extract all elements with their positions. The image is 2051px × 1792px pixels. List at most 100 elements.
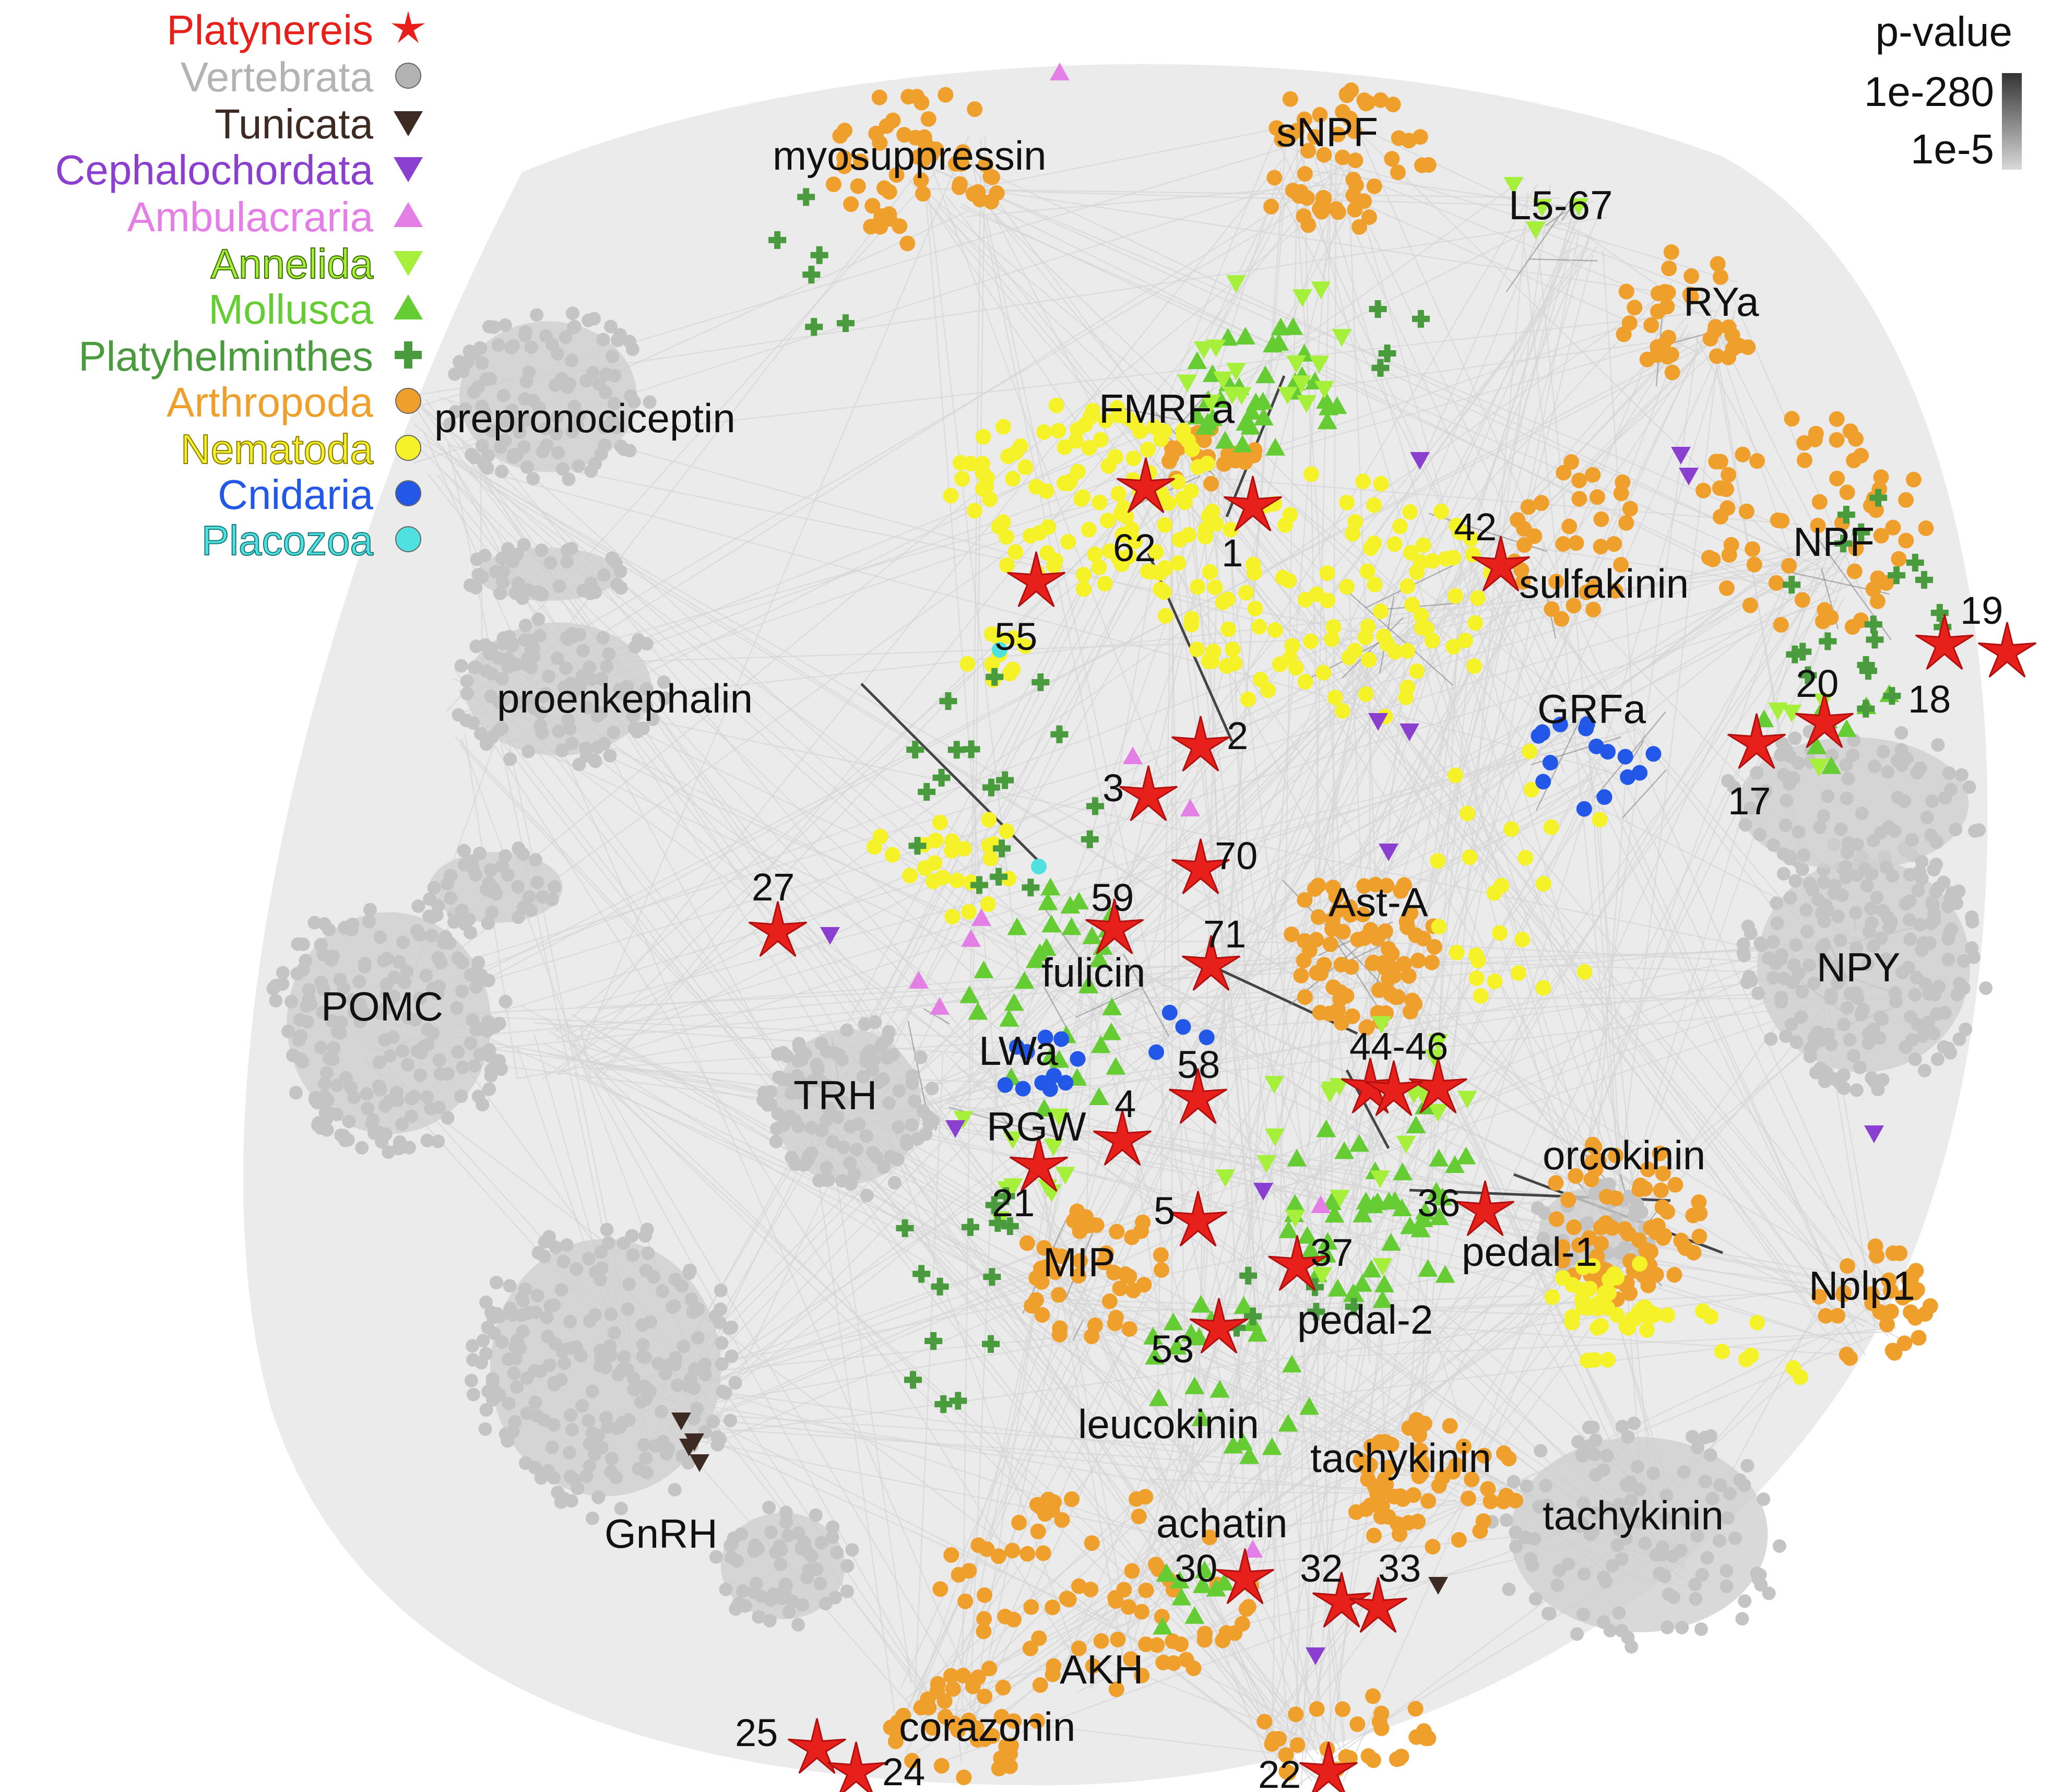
arthropoda-node xyxy=(1891,551,1907,567)
edge xyxy=(482,470,1636,780)
vertebrata-node xyxy=(1713,1478,1727,1492)
vertebrata-node xyxy=(281,1024,295,1038)
cnidaria-node xyxy=(1015,1081,1031,1097)
vertebrata-node xyxy=(555,372,569,386)
vertebrata-node xyxy=(1509,1539,1523,1553)
edge xyxy=(927,188,1561,199)
star-number: 20 xyxy=(1796,662,1839,705)
mollusca-node xyxy=(1285,1194,1305,1212)
nematoda-node xyxy=(1251,619,1267,635)
arthropoda-node xyxy=(1413,1466,1429,1482)
vertebrata-node xyxy=(1788,731,1802,745)
edge xyxy=(1330,153,1337,1297)
mollusca-node xyxy=(1400,1216,1420,1235)
edge xyxy=(1188,479,1650,1226)
arthropoda-node xyxy=(904,1753,920,1769)
vertebrata-node xyxy=(621,1302,635,1316)
vertebrata-node xyxy=(859,1129,873,1143)
vertebrata-node xyxy=(527,701,541,715)
ambulacraria-node xyxy=(1050,63,1070,80)
nematoda-node xyxy=(1339,494,1355,511)
mollusca-node xyxy=(1253,391,1273,410)
nematoda-node xyxy=(1225,642,1241,658)
arthropoda-node xyxy=(1810,518,1826,534)
vertebrata-node xyxy=(1543,1606,1557,1620)
arthropoda-node xyxy=(920,111,936,127)
platynereis-number-layer: 62 1 42 55 19 18 20 17 2 3 70 27 59 71 4… xyxy=(735,505,2003,1792)
star-number: 53 xyxy=(1151,1327,1194,1371)
vertebrata-node xyxy=(1834,822,1848,836)
platyhelminthes-node xyxy=(1001,1217,1019,1235)
triangle-up-icon xyxy=(394,202,423,227)
mollusca-node xyxy=(1381,1232,1401,1251)
vertebrata-node xyxy=(899,1134,914,1148)
vertebrata-node xyxy=(1794,1010,1808,1024)
vertebrata-node xyxy=(607,396,621,410)
vertebrata-node xyxy=(1837,1017,1851,1031)
vertebrata-node xyxy=(362,915,376,929)
arthropoda-node xyxy=(1108,1681,1124,1698)
edge xyxy=(905,590,1527,1754)
vertebrata-node xyxy=(423,892,437,906)
arthropoda-node xyxy=(1632,1177,1649,1193)
vertebrata-node xyxy=(1721,1511,1735,1525)
arthropoda-node xyxy=(1312,1004,1328,1020)
arthropoda-node xyxy=(1403,905,1419,921)
arthropoda-node xyxy=(1121,1321,1137,1337)
vertebrata-node xyxy=(866,1063,880,1077)
vertebrata-node xyxy=(574,1349,588,1363)
vertebrata-node xyxy=(582,1414,596,1428)
nematoda-node xyxy=(1503,821,1520,837)
vertebrata-node xyxy=(762,1500,776,1514)
edge xyxy=(646,406,1239,1447)
arthropoda-node xyxy=(864,198,881,214)
arthropoda-node xyxy=(1555,1252,1571,1268)
edge xyxy=(1604,578,1844,1269)
nematoda-node xyxy=(1620,1320,1637,1336)
nematoda-node xyxy=(1097,576,1113,592)
edge xyxy=(1584,234,1723,331)
vertebrata-node xyxy=(690,1402,704,1416)
arthropoda-node xyxy=(1385,97,1401,113)
vertebrata-node xyxy=(1659,1488,1674,1502)
platyhelminthes-node xyxy=(1228,1319,1246,1337)
vertebrata-node xyxy=(609,420,623,434)
arthropoda-node xyxy=(1709,348,1725,364)
annelida-node xyxy=(1503,177,1524,195)
ambulacraria-node xyxy=(1311,1195,1331,1213)
vertebrata-node xyxy=(752,1610,766,1624)
platyhelminthes-node xyxy=(1783,576,1801,594)
arthropoda-node xyxy=(1640,1161,1656,1178)
platynereis-star xyxy=(1182,935,1240,991)
vertebrata-node xyxy=(654,1405,668,1419)
vertebrata-node xyxy=(1694,1622,1708,1636)
mollusca-node xyxy=(1278,1414,1298,1432)
vertebrata-node xyxy=(559,330,573,344)
arthropoda-node xyxy=(1818,1308,1834,1324)
arthropoda-node xyxy=(1383,960,1400,976)
platynereis-star xyxy=(1727,713,1786,769)
arthropoda-node xyxy=(967,101,983,117)
arthropoda-node xyxy=(1335,1701,1351,1717)
arthropoda-node xyxy=(990,1548,1006,1564)
annelida-node xyxy=(1003,1131,1023,1149)
vertebrata-node xyxy=(603,749,617,763)
vertebrata-node xyxy=(786,1077,800,1091)
vertebrata-node xyxy=(372,1079,386,1093)
vertebrata-node xyxy=(809,1508,823,1522)
vertebrata-node xyxy=(1853,1061,1867,1075)
nematoda-node xyxy=(1460,805,1476,822)
nematoda-node xyxy=(1493,877,1510,894)
nematoda-node xyxy=(1125,450,1142,467)
cnidaria-node xyxy=(1542,755,1558,771)
vertebrata-node xyxy=(522,890,536,904)
arthropoda-node xyxy=(1046,1247,1062,1263)
mollusca-node xyxy=(999,1008,1019,1027)
platyhelminthes-node xyxy=(970,876,988,894)
vertebrata-node xyxy=(526,472,540,486)
arthropoda-node xyxy=(956,1769,972,1785)
vertebrata-node xyxy=(1772,1539,1786,1553)
nematoda-node xyxy=(1431,919,1447,935)
mollusca-node xyxy=(1040,877,1061,896)
vertebrata-node xyxy=(419,968,433,982)
